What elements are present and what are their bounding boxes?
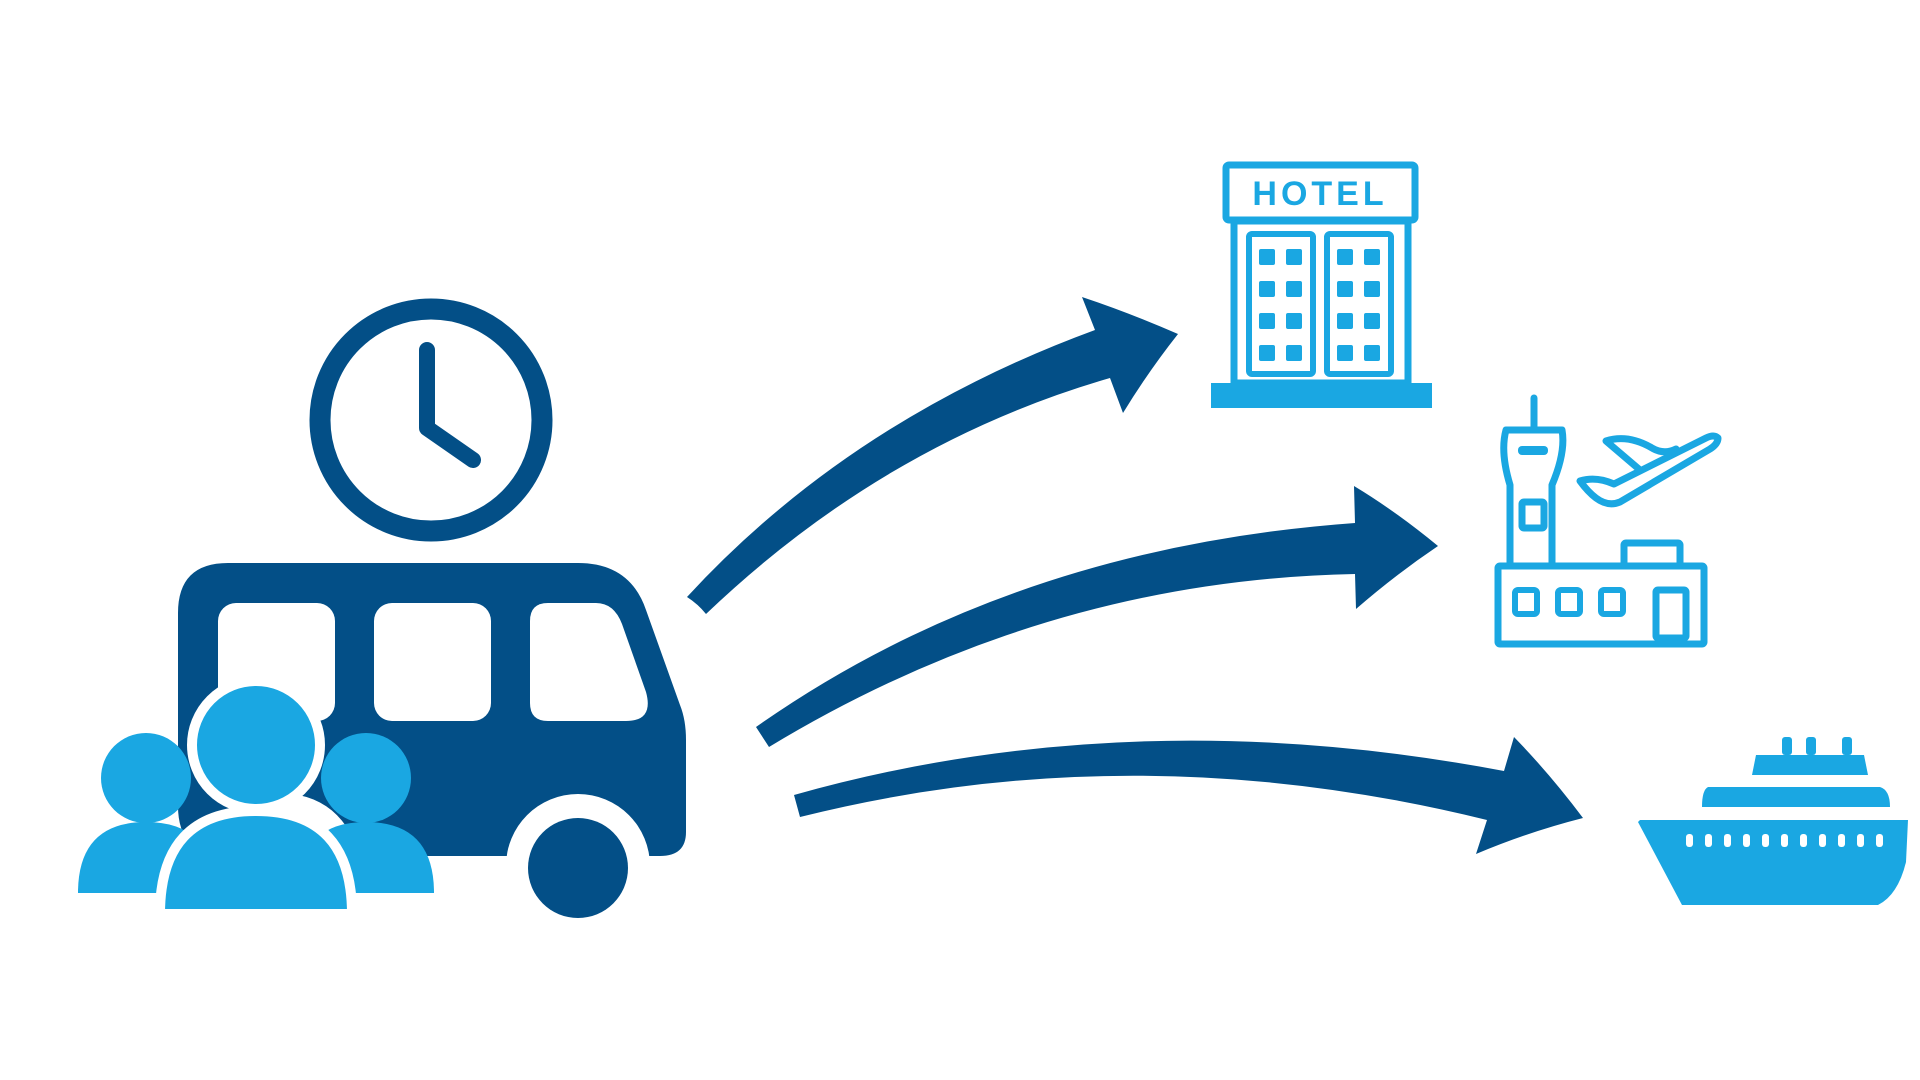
hotel-sign bbox=[1222, 161, 1419, 224]
hotel-sign-text: HOTEL bbox=[1252, 175, 1387, 213]
arrow-to-ship-icon bbox=[794, 737, 1583, 854]
arrow-to-airport-icon bbox=[756, 486, 1438, 747]
ship-portholes bbox=[1686, 834, 1883, 847]
hotel-icon: HOTEL bbox=[1211, 161, 1432, 408]
control-tower bbox=[1500, 394, 1567, 570]
hotel-windows bbox=[1259, 249, 1380, 361]
ship-top-deck bbox=[1752, 755, 1868, 775]
hotel-base bbox=[1211, 383, 1432, 408]
arrow-to-hotel-icon bbox=[687, 297, 1178, 614]
tower-window bbox=[1518, 446, 1548, 455]
airplane-icon bbox=[1576, 432, 1722, 508]
passenger-center bbox=[155, 676, 357, 919]
bus-window bbox=[374, 603, 491, 721]
bus-wheel bbox=[528, 818, 628, 918]
hotel-window-panel bbox=[1246, 231, 1316, 377]
bus-front-window bbox=[530, 603, 648, 721]
ship-middle-deck bbox=[1702, 787, 1890, 807]
terminal-building bbox=[1494, 539, 1708, 648]
airport-icon bbox=[1494, 394, 1722, 648]
clock-icon bbox=[309, 298, 553, 542]
passengers-icon bbox=[78, 676, 434, 919]
cruise-ship-icon bbox=[1638, 737, 1908, 905]
terminal-windows bbox=[1512, 587, 1626, 617]
ship-hull bbox=[1638, 820, 1908, 905]
hotel-window-panel bbox=[1324, 231, 1394, 377]
ship-funnels bbox=[1782, 737, 1852, 755]
